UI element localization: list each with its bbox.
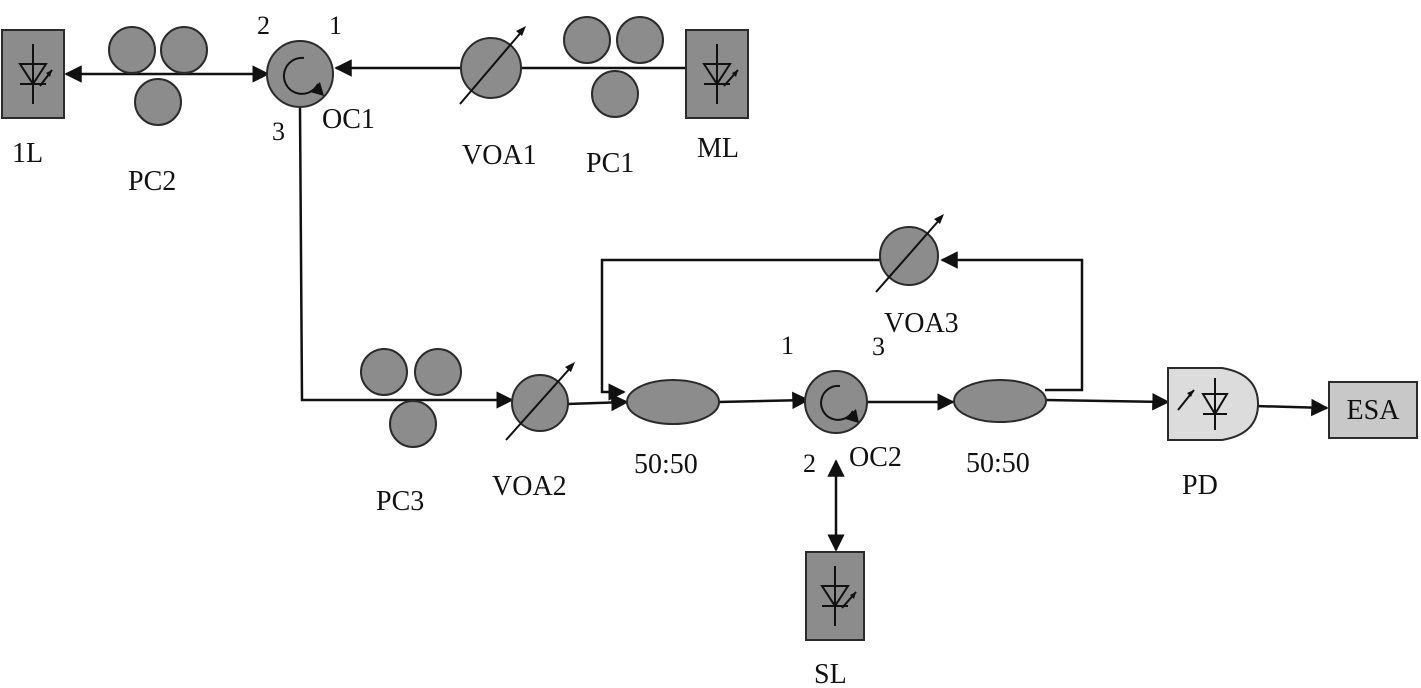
coupler-50-50-2 [953, 379, 1047, 423]
photodiode-icon [1177, 378, 1229, 430]
fiber-coupler1-to-oc2 [717, 391, 810, 410]
coupler2-label: 50:50 [966, 448, 1030, 479]
laser-ml [685, 29, 749, 119]
oc2-port-1: 1 [781, 331, 794, 360]
laser-ml-label: ML [697, 133, 739, 164]
photodetector-pd [1167, 367, 1260, 441]
circulator-oc1 [266, 40, 334, 108]
laser-1l-label: 1L [12, 138, 43, 169]
spectrum-analyzer-esa [1328, 381, 1418, 439]
pd-label: PD [1182, 470, 1218, 501]
fiber-pd-to-esa [1254, 398, 1329, 417]
oc2-port-2: 2 [803, 449, 816, 478]
coupler1-label: 50:50 [634, 449, 698, 480]
laser-1l [1, 29, 65, 119]
attenuator-voa3 [875, 214, 944, 293]
photodetector-body [1167, 367, 1260, 441]
coupler-50-50-1 [626, 379, 720, 425]
circulation-arrow-icon [820, 384, 854, 421]
oc1-label: OC1 [322, 104, 375, 135]
oc2-label: OC2 [849, 442, 902, 473]
voa1-label: VOA1 [462, 140, 537, 171]
esa-label: ESA [1347, 395, 1401, 426]
voa2-label: VOA2 [492, 471, 567, 502]
oc1-port-2: 2 [257, 11, 270, 40]
laser-sl [805, 551, 865, 641]
fiber-voa2-to-coupler1 [566, 393, 629, 412]
laser-diode-icon [18, 44, 53, 104]
voa3-label: VOA3 [884, 308, 959, 339]
fiber-coupler2-to-pd [1044, 392, 1170, 411]
fiber-oc1-to-voa2 [298, 107, 514, 409]
pc1-label: PC1 [586, 148, 634, 179]
laser-sl-label: SL [814, 659, 847, 688]
circulator-oc2 [804, 370, 868, 434]
attenuator-voa2 [505, 362, 575, 441]
oc1-port-3: 3 [272, 117, 285, 146]
fiber-connections [64, 59, 1329, 552]
polarization-controller-pc3 [360, 348, 462, 448]
laser-diode-icon [820, 566, 857, 626]
attenuator-voa1 [459, 26, 526, 105]
fiber-feedback-to-voa3 [940, 251, 1084, 392]
oc2-port-3: 3 [872, 332, 885, 361]
oc1-port-1: 1 [329, 11, 342, 40]
polarization-controller-pc1 [563, 16, 664, 118]
laser-diode-icon [702, 44, 739, 104]
pc3-label: PC3 [376, 486, 424, 517]
polarization-controller-pc2 [108, 26, 208, 126]
fiber-voa3-to-coupler1 [600, 258, 880, 401]
pc2-label: PC2 [128, 166, 176, 197]
